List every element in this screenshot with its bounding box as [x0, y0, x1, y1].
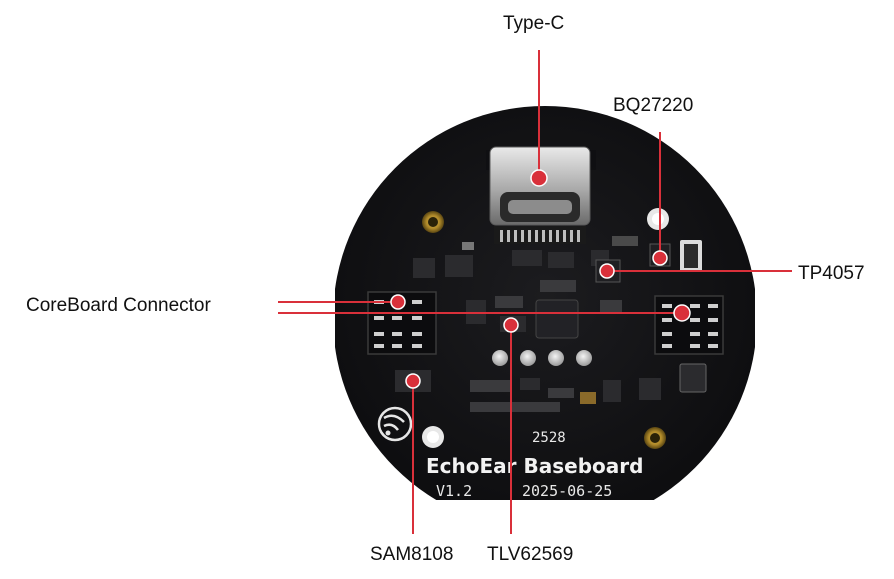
marker-sam8108 [405, 373, 421, 389]
test-pads [492, 350, 592, 366]
marker-core-left [390, 294, 406, 310]
label-bq27220: BQ27220 [613, 95, 694, 116]
marker-core-right [673, 304, 691, 322]
label-type-c: Type-C [503, 13, 565, 34]
espressif-logo-icon [377, 406, 413, 442]
label-sam8108: SAM8108 [370, 544, 454, 565]
callouts [278, 50, 792, 534]
board-code-text: 2528 [532, 430, 566, 446]
board-date-text: 2025-06-25 [522, 482, 612, 500]
label-tp4057: TP4057 [798, 263, 865, 284]
label-coreboard-connector: CoreBoard Connector [26, 295, 211, 316]
marker-tlv62569 [503, 317, 519, 333]
callout-markers [390, 169, 691, 389]
board-version-text: V1.2 [436, 482, 472, 500]
usb-type-c-connector [489, 146, 591, 244]
marker-type-c [530, 169, 548, 187]
board-name-text: EchoEar Baseboard [426, 454, 643, 478]
marker-tp4057 [599, 263, 615, 279]
marker-bq27220 [652, 250, 668, 266]
coreboard-header-right [654, 295, 724, 355]
label-tlv62569: TLV62569 [487, 544, 574, 565]
